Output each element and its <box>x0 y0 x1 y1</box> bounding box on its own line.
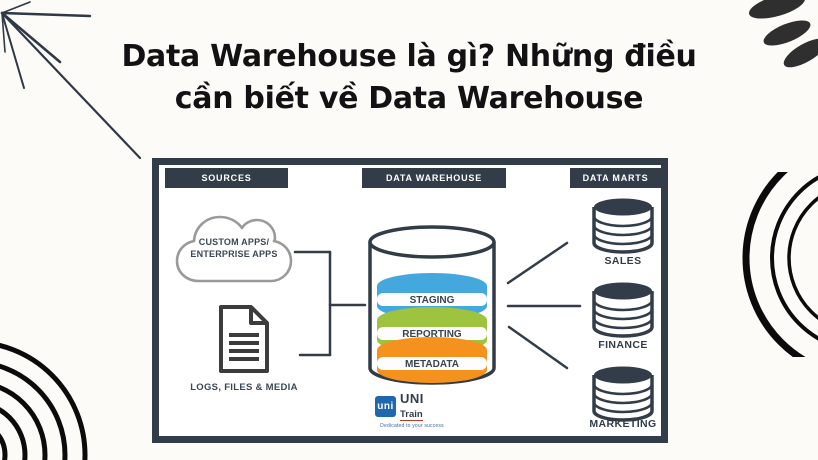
cloud-label-line1: CUSTOM APPS/ <box>198 237 270 247</box>
marketing-mart <box>590 364 656 422</box>
sources-header: SOURCES <box>165 168 288 188</box>
warehouse-cylinder: STAGING REPORTING METADATA <box>365 220 499 390</box>
page-title-line1: Data Warehouse là gì? Những điều <box>121 39 697 74</box>
warehouse-header: DATA WAREHOUSE <box>362 168 506 188</box>
cloud-icon <box>175 215 293 283</box>
finance-mart <box>590 280 656 338</box>
finance-label: FINANCE <box>598 339 648 351</box>
logo-subname: Train <box>400 409 423 421</box>
data-warehouse-diagram: SOURCES DATA WAREHOUSE DATA MARTS CUSTOM… <box>152 158 668 443</box>
page-title: Data Warehouse là gì? Những điều cần biế… <box>0 36 818 120</box>
warehouse-cylinder-icon: STAGING REPORTING METADATA <box>368 225 496 385</box>
marts-header: DATA MARTS <box>570 168 661 188</box>
concentric-rings-icon <box>0 342 88 460</box>
sales-mart <box>590 196 656 254</box>
logs-files-source <box>214 304 272 374</box>
concentric-arcs-icon <box>742 172 818 357</box>
reporting-label: REPORTING <box>402 329 462 340</box>
unitrain-logo: uni UNI Train Dedicated to your success <box>375 392 449 429</box>
logo-name: UNI <box>400 391 424 406</box>
database-icon <box>592 366 654 422</box>
sales-label: SALES <box>604 255 642 267</box>
connector-lines <box>293 241 582 370</box>
database-icon <box>592 198 654 254</box>
cloud-label: CUSTOM APPS/ ENTERPRISE APPS <box>172 236 296 260</box>
database-icon <box>592 282 654 338</box>
files-label: LOGS, FILES & MEDIA <box>190 382 298 393</box>
staging-label: STAGING <box>410 295 455 306</box>
unitrain-logo-icon: uni <box>375 396 396 417</box>
layer-metadata: METADATA <box>377 337 487 383</box>
diagram-border <box>152 158 668 443</box>
page-title-line2: cần biết về Data Warehouse <box>174 81 644 116</box>
custom-apps-cloud: CUSTOM APPS/ ENTERPRISE APPS <box>172 196 296 294</box>
metadata-label: METADATA <box>405 359 459 370</box>
document-icon <box>219 305 269 373</box>
marketing-label: MARKETING <box>589 418 657 430</box>
logo-tagline: Dedicated to your success <box>380 423 444 429</box>
cloud-label-line2: ENTERPRISE APPS <box>190 249 278 259</box>
